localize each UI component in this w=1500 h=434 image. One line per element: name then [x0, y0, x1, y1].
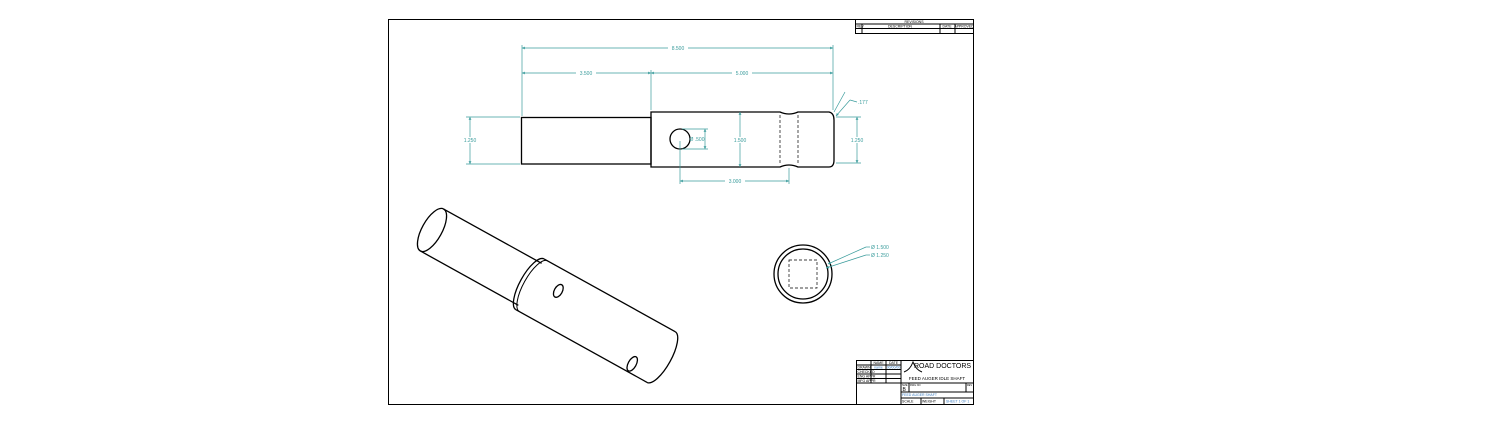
name-header: NAME — [873, 361, 884, 365]
drawn-date: 00/00/00 — [887, 366, 901, 370]
road-doctors-logo — [903, 360, 923, 373]
company-name: ROAD DOCTORS — [914, 363, 971, 370]
drawn-name: name — [874, 366, 883, 370]
checked-label: CHECKED — [858, 370, 876, 374]
sheet-number: SHEET 1 OF 1 — [946, 400, 969, 404]
weight-label: WEIGHT — [922, 400, 937, 404]
dim-body-length: 5.000 — [736, 71, 749, 77]
date-column: DATE — [942, 25, 952, 29]
mfg-appr-label: MFG APPR — [858, 379, 877, 383]
dim-end-inner-diameter: Ø 1.250 — [871, 253, 889, 259]
dim-end-diameter: 1.250 — [851, 138, 864, 144]
title-block: NAME DATE DRAWN name 00/00/00 CHECKED EN… — [856, 360, 974, 405]
scale-label: SCALE — [902, 400, 914, 404]
date-header: DATE — [889, 361, 899, 365]
revision-table: REVISIONS REV DESCRIPTION DATE APPROVED — [855, 19, 974, 34]
dim-body-diameter: 1.500 — [734, 138, 747, 144]
rev-label: REV — [967, 384, 972, 387]
dim-shaft-length: 3.500 — [580, 71, 593, 77]
dimensions: 8.500 3.500 5.000 .177 1.250 1.250 1.500… — [462, 45, 868, 185]
drawing-title: FEED AUGER IDLE SHAFT — [909, 376, 966, 381]
size-value: B — [903, 387, 907, 393]
sheet-border — [388, 19, 974, 405]
dim-overall-length: 8.500 — [672, 46, 685, 52]
file-name: FEED AUGER SHAFT — [902, 393, 938, 397]
front-view — [520, 111, 835, 168]
dwg-no-label: DWG NO — [910, 384, 921, 387]
dim-chamfer: .177 — [858, 100, 868, 106]
revisions-title: REVISIONS — [904, 20, 924, 24]
dim-hole-diameter: Ø .500 — [689, 137, 704, 143]
dim-hole-to-groove: 3.000 — [729, 179, 742, 185]
dim-end-outer-diameter: Ø 1.500 — [871, 245, 889, 251]
description-column: DESCRIPTION — [888, 25, 912, 29]
drawn-label: DRAWN — [858, 366, 872, 370]
size-label: SIZE — [902, 384, 908, 387]
rev-column: REV — [857, 25, 865, 29]
dim-shaft-diameter: 1.250 — [464, 138, 477, 144]
eng-appr-label: ENG APPR — [858, 375, 876, 379]
isometric-view — [416, 207, 679, 384]
end-view: Ø 1.500 Ø 1.250 — [773, 244, 889, 304]
approved-column: APPROVED — [954, 25, 974, 29]
